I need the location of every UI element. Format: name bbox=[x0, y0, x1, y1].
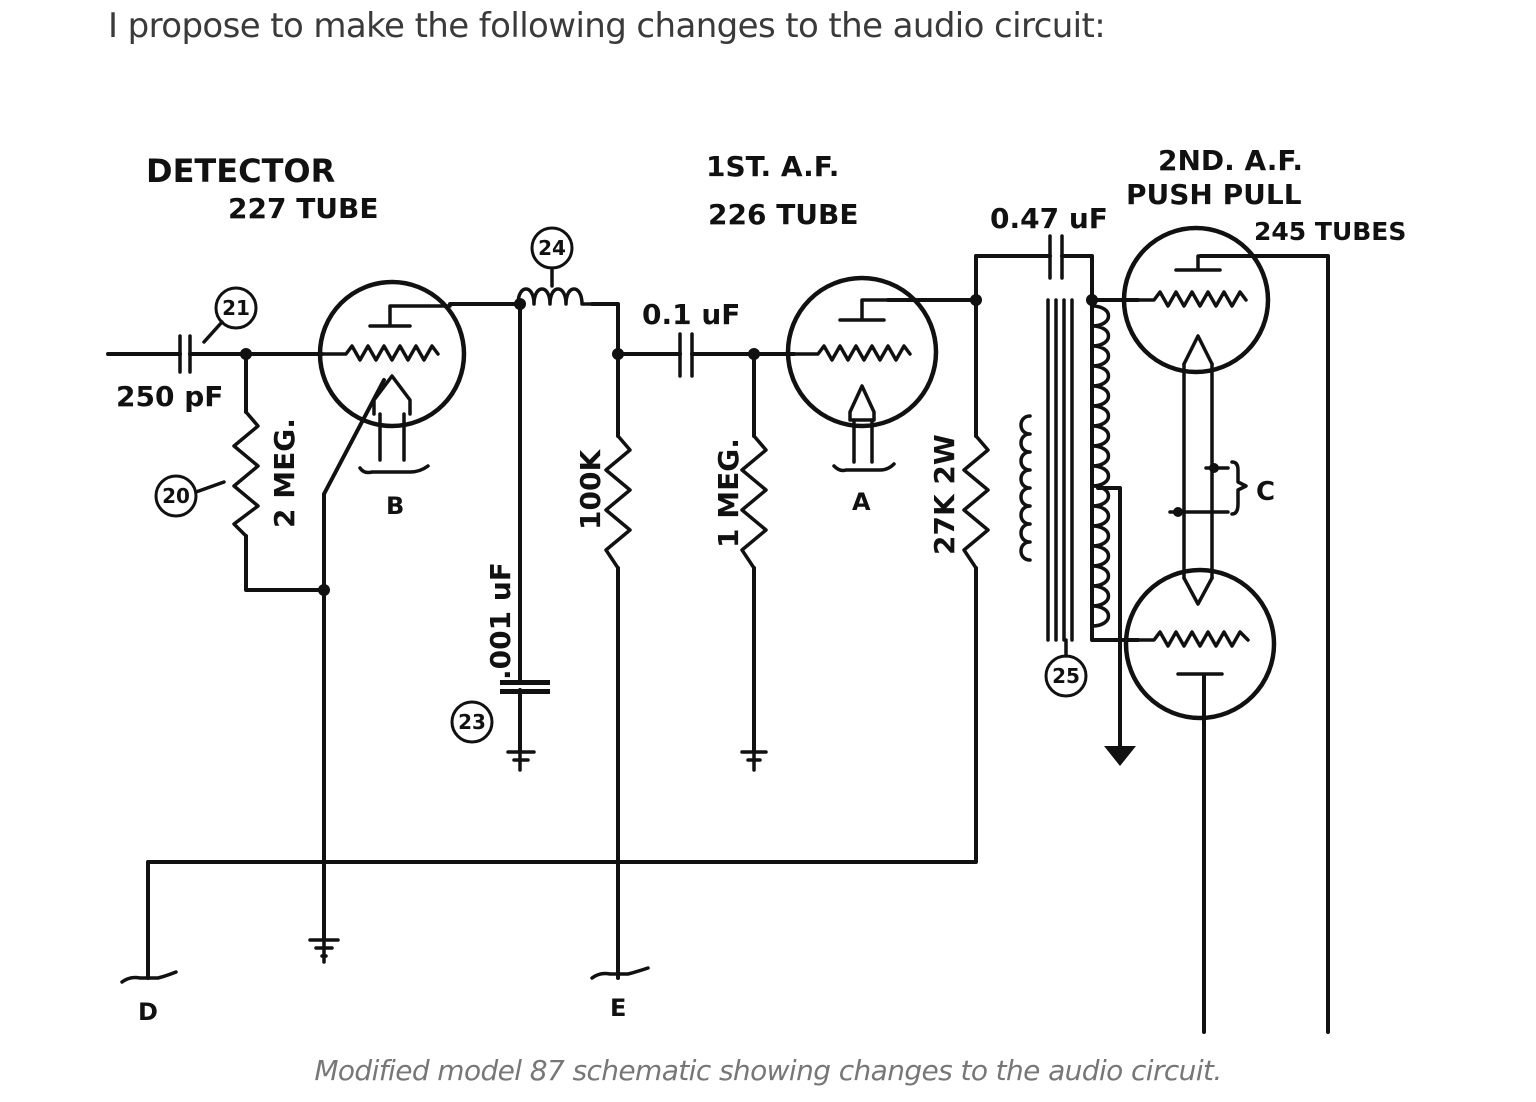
callout-25-label: 25 bbox=[1052, 664, 1080, 688]
grid-resistor bbox=[740, 434, 768, 570]
first-af-tube-label: 226 TUBE bbox=[708, 198, 859, 231]
callout-24: 24 bbox=[530, 226, 574, 288]
grid-leak-resistor bbox=[232, 410, 260, 538]
tube-label-b: B bbox=[386, 492, 404, 520]
output-transformer bbox=[1019, 298, 1111, 642]
filament-tubes bbox=[1168, 362, 1248, 580]
dropping-resistor-label: 27K 2W bbox=[928, 434, 961, 555]
bypass-capacitor bbox=[500, 680, 550, 694]
push-pull-tube-top bbox=[1121, 225, 1271, 375]
callout-21-label: 21 bbox=[222, 296, 250, 320]
callout-20-label: 20 bbox=[162, 484, 190, 508]
figure-caption: Modified model 87 schematic showing chan… bbox=[314, 1054, 1222, 1087]
terminal-e-label: E bbox=[610, 994, 626, 1022]
callout-23: 23 bbox=[450, 700, 494, 744]
dropping-resistor bbox=[962, 434, 990, 570]
first-af-title: 1ST. A.F. bbox=[706, 150, 839, 183]
plate-resistor bbox=[604, 434, 632, 570]
junction-dots bbox=[240, 294, 1219, 596]
grid-resistor-label: 1 MEG. bbox=[712, 438, 745, 548]
second-af-title: 2ND. A.F. bbox=[1158, 144, 1303, 177]
second-af-tubes-label: 245 TUBES bbox=[1254, 217, 1406, 246]
detector-title: DETECTOR bbox=[146, 152, 335, 190]
rf-choke bbox=[516, 287, 594, 306]
wires bbox=[106, 254, 1330, 1034]
callout-24-label: 24 bbox=[538, 236, 566, 260]
callout-20: 20 bbox=[154, 474, 226, 518]
output-capacitor-label: 0.47 uF bbox=[990, 202, 1108, 235]
coupling-capacitor-label: 0.1 uF bbox=[642, 298, 740, 331]
coupling-capacitor bbox=[678, 332, 694, 378]
callout-25: 25 bbox=[1044, 638, 1088, 698]
input-capacitor-label: 250 pF bbox=[116, 380, 223, 413]
input-capacitor bbox=[178, 334, 192, 374]
bypass-capacitor-label: .001 uF bbox=[484, 562, 517, 680]
callout-23-label: 23 bbox=[458, 710, 486, 734]
terminal-brackets bbox=[120, 966, 650, 984]
first-af-tube bbox=[785, 275, 939, 473]
detector-tube bbox=[317, 279, 467, 475]
callout-21: 21 bbox=[202, 286, 258, 344]
intro-text: I propose to make the following changes … bbox=[108, 6, 1106, 46]
plate-resistor-label: 100K bbox=[574, 449, 607, 530]
terminal-d-label: D bbox=[138, 998, 158, 1026]
ground-symbols bbox=[308, 746, 1136, 964]
grid-leak-resistor-label: 2 MEG. bbox=[268, 418, 301, 528]
detector-tube-label: 227 TUBE bbox=[228, 192, 379, 225]
tube-label-c: C bbox=[1256, 477, 1275, 507]
output-capacitor bbox=[1048, 234, 1064, 280]
push-pull-tube-bottom bbox=[1123, 567, 1277, 721]
second-af-subtitle: PUSH PULL bbox=[1126, 178, 1302, 211]
tube-label-a: A bbox=[852, 488, 871, 516]
